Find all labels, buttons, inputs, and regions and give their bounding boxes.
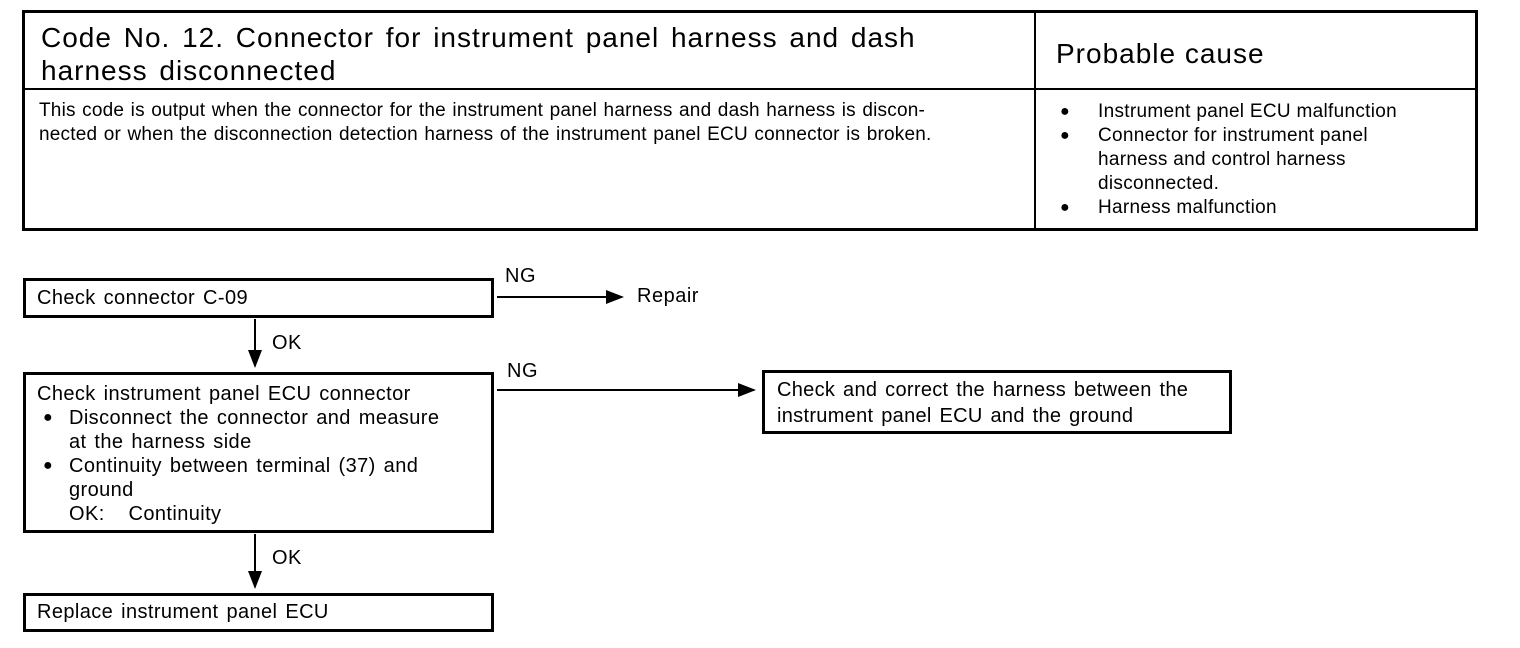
probable-cause-header-cell: Probable cause [1036, 13, 1475, 90]
flow-box-text: Check connector C-09 [37, 286, 248, 309]
code-title-cell: Code No. 12. Connector for instrument pa… [25, 13, 1036, 90]
bullet-icon: ● [1060, 103, 1070, 120]
flow-box-title: Check instrument panel ECU connector [37, 383, 411, 405]
diagnostic-code-table: Code No. 12. Connector for instrument pa… [22, 10, 1478, 231]
flow-box-check-ecu-connector: Check instrument panel ECU connector ● D… [23, 372, 494, 533]
cause-text: Instrument panel ECU malfunction [1098, 101, 1397, 122]
cause-item: ● Instrument panel ECU malfunction [1060, 100, 1471, 124]
cause-text: Connector for instrument panel harness a… [1098, 125, 1368, 194]
code-description-cell: This code is output when the connector f… [25, 90, 1036, 228]
flow-box-correct-harness: Check and correct the harness between th… [762, 370, 1232, 434]
cause-text: Harness malfunction [1098, 197, 1277, 218]
flow-box-replace-ecu: Replace instrument panel ECU [23, 593, 494, 632]
repair-label: Repair [637, 285, 699, 307]
bullet-icon: ● [43, 457, 54, 474]
ng-label: NG [507, 360, 538, 382]
flow-box-bullet-item: ● Disconnect the connector and measure a… [37, 406, 485, 454]
ok-label: OK [272, 332, 302, 354]
probable-causes-cell: ● Instrument panel ECU malfunction ● Con… [1036, 90, 1475, 228]
cause-item: ● Harness malfunction [1060, 196, 1471, 220]
ng-label: NG [505, 265, 536, 287]
flow-box-text: Replace instrument panel ECU [37, 601, 329, 623]
cause-item: ● Connector for instrument panel harness… [1060, 124, 1471, 196]
bullet-icon: ● [43, 409, 54, 426]
flow-box-bullet-text: Disconnect the connector and measure at … [69, 407, 440, 453]
ok-label: OK [272, 547, 302, 569]
flow-box-check-connector: Check connector C-09 [23, 278, 494, 318]
bullet-icon: ● [1060, 199, 1070, 216]
bullet-icon: ● [1060, 127, 1070, 144]
flow-box-bullet-item: ● Continuity between terminal (37) and g… [37, 454, 485, 526]
flow-box-bullet-text: Continuity between terminal (37) and gro… [69, 455, 419, 525]
